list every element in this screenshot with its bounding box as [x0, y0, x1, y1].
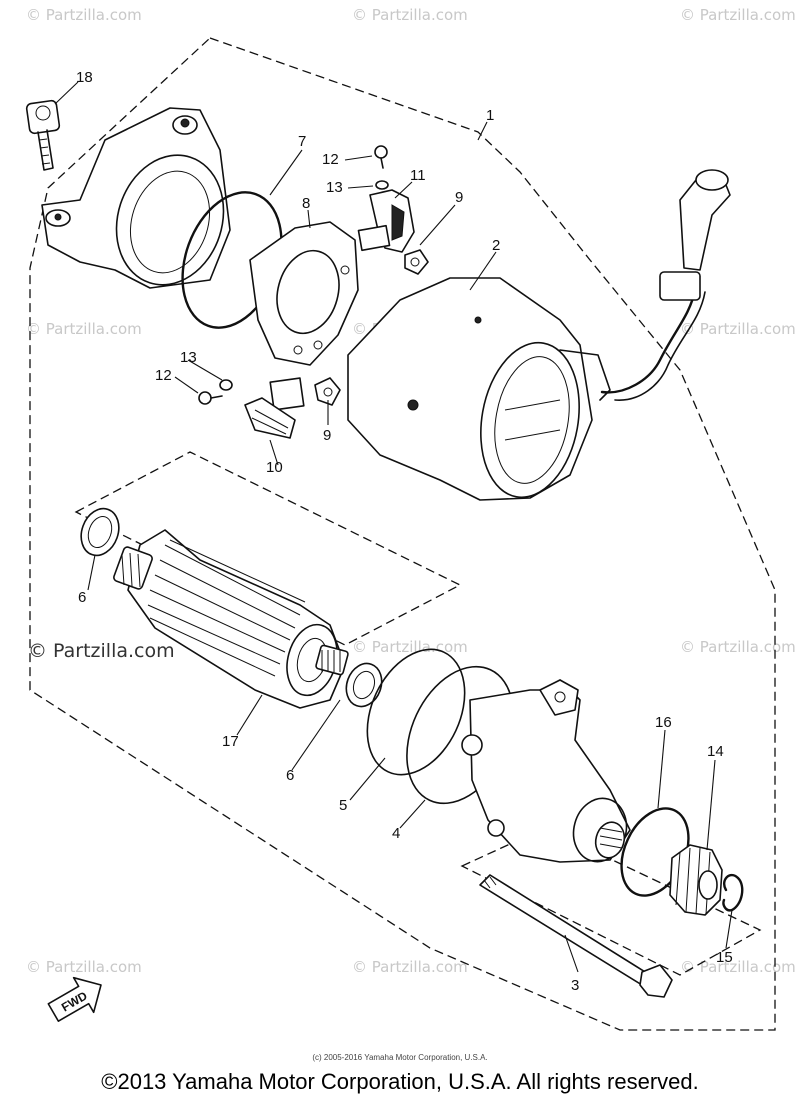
- front-housing: [41, 107, 231, 289]
- part-3-through-bolt: [479, 874, 673, 998]
- part-6-washer-left: [80, 507, 120, 557]
- part-18-bolt: [25, 99, 61, 171]
- part-5-o-ring: [366, 648, 466, 776]
- callouts: 1 2 3 4 5 6 6 7 8 9 9 10 11 12 12 13 13 …: [76, 69, 733, 994]
- watermark: © Partzilla.com: [26, 6, 142, 24]
- callout-4: 4: [392, 825, 400, 842]
- callout-6-left: 6: [78, 589, 86, 606]
- callout-9-bottom: 9: [323, 427, 331, 444]
- part-10-brush-holder: [244, 377, 305, 439]
- watermark: © Partzilla.com: [680, 958, 796, 976]
- callout-2: 2: [492, 237, 500, 254]
- copyright-main: ©2013 Yamaha Motor Corporation, U.S.A. A…: [101, 1069, 699, 1094]
- part-4-rear-housing: [406, 665, 631, 863]
- part-13-washer-lower: [219, 379, 233, 391]
- callout-11: 11: [410, 167, 426, 184]
- watermark: © Partzilla.com: [680, 320, 796, 338]
- part-13-washer-top: [375, 180, 389, 190]
- callout-8: 8: [302, 195, 310, 212]
- leader-lines: [54, 81, 733, 973]
- part-2-yoke: [347, 277, 611, 501]
- fwd-arrow: FWD: [47, 976, 102, 1022]
- lead-wire: [600, 169, 731, 401]
- callout-16: 16: [655, 714, 672, 731]
- callout-12-top: 12: [322, 151, 339, 168]
- part-9-terminal-top: [404, 249, 429, 275]
- watermark: © Partzilla.com: [352, 638, 468, 656]
- part-14-gear: [669, 844, 723, 916]
- part-17-armature: [113, 529, 349, 709]
- watermark: © Partzilla.com: [352, 958, 468, 976]
- watermark-layer: © Partzilla.com © Partzilla.com © Partzi…: [26, 6, 796, 976]
- watermark: © Partzilla.com: [680, 6, 796, 24]
- part-8-brush-plate: [249, 221, 359, 366]
- watermark: © Partzilla.com: [352, 6, 468, 24]
- watermark-label: © Partzilla.com: [28, 640, 175, 662]
- callout-10: 10: [266, 459, 283, 476]
- callout-17: 17: [222, 733, 239, 750]
- copyright-small: (c) 2005-2016 Yamaha Motor Corporation, …: [312, 1053, 488, 1062]
- callout-1: 1: [486, 107, 494, 124]
- part-9-terminal-bottom: [314, 377, 341, 406]
- callout-3: 3: [571, 977, 579, 994]
- callout-9-top: 9: [455, 189, 463, 206]
- watermark: © Partzilla.com: [26, 958, 142, 976]
- part-12-screw-lower: [198, 391, 223, 405]
- callout-12-lower: 12: [155, 367, 172, 384]
- callout-7: 7: [298, 133, 306, 150]
- assembly-outline: [29, 37, 776, 1031]
- watermark: © Partzilla.com: [26, 320, 142, 338]
- part-11-brush-holder: [357, 189, 415, 253]
- part-12-screw-top: [374, 145, 388, 169]
- callout-14: 14: [707, 743, 724, 760]
- callout-6-right: 6: [286, 767, 294, 784]
- callout-18: 18: [76, 69, 93, 86]
- watermark: © Partzilla.com: [680, 638, 796, 656]
- part-15-circlip: [722, 873, 744, 912]
- callout-13-lower: 13: [180, 349, 197, 366]
- part-6-washer-right: [345, 662, 383, 708]
- callout-15: 15: [716, 949, 733, 966]
- callout-13-top: 13: [326, 179, 343, 196]
- callout-5: 5: [339, 797, 347, 814]
